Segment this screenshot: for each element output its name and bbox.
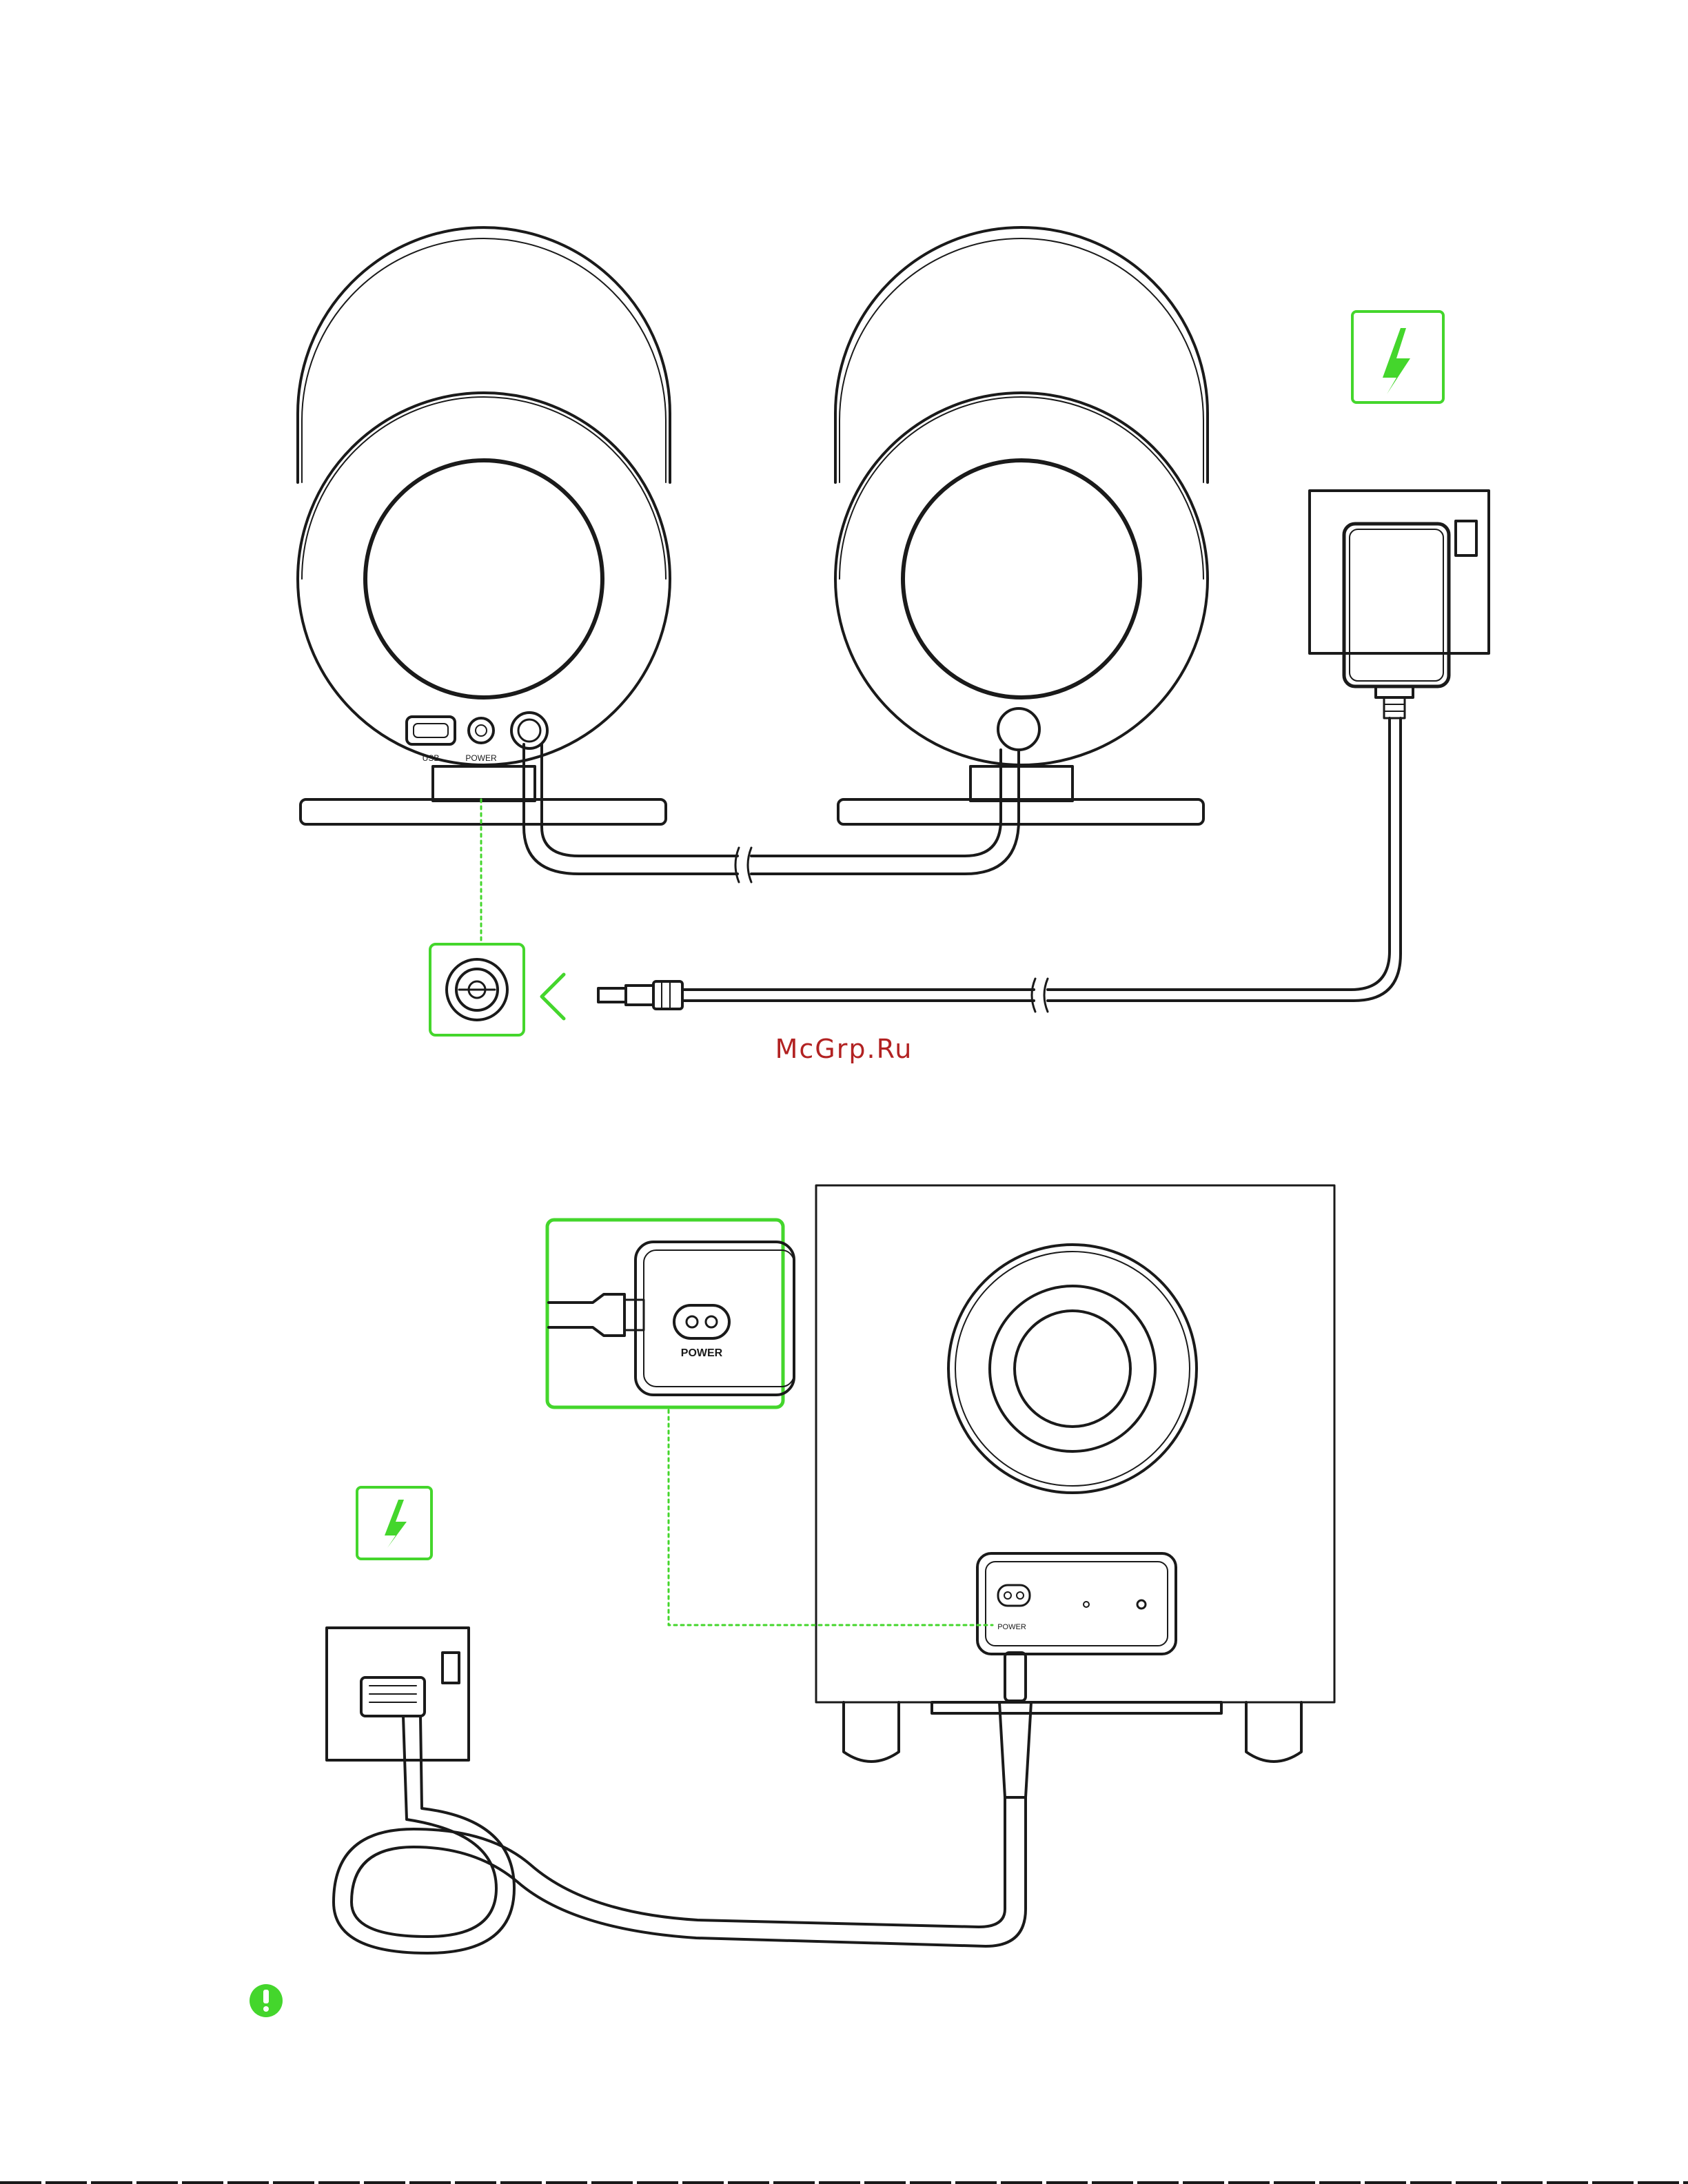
left-speaker bbox=[298, 227, 670, 824]
power-port bbox=[469, 718, 494, 743]
subwoofer-panel-label: POWER bbox=[997, 1623, 1026, 1631]
wall-outlet-bottom bbox=[327, 1628, 469, 1760]
power-callout-top bbox=[1352, 312, 1443, 402]
subwoofer bbox=[816, 1185, 1334, 1762]
wall-outlet-top bbox=[1310, 491, 1489, 653]
usb-port-label: USB bbox=[423, 753, 440, 763]
subwoofer-socket-inset bbox=[547, 1220, 783, 1407]
leader-line-socket bbox=[669, 1410, 993, 1625]
watermark: McGrp.Ru bbox=[0, 1034, 1688, 1064]
power-port-label: POWER bbox=[465, 753, 497, 763]
power-adapter bbox=[1344, 524, 1449, 718]
right-speaker bbox=[835, 227, 1208, 824]
insert-arrow bbox=[542, 974, 564, 1019]
lightning-bolt-icon bbox=[1383, 328, 1410, 394]
lightning-bolt-icon bbox=[385, 1500, 407, 1548]
subwoofer-power-socket bbox=[998, 1585, 1030, 1606]
inset-power-label: POWER bbox=[681, 1347, 723, 1359]
speaker-link-cable bbox=[524, 744, 1019, 882]
left-speaker-ports bbox=[407, 713, 547, 748]
notice-icon bbox=[250, 1984, 283, 2017]
subwoofer-power-cord bbox=[334, 1653, 1031, 1953]
right-speaker-input-port bbox=[998, 708, 1039, 750]
